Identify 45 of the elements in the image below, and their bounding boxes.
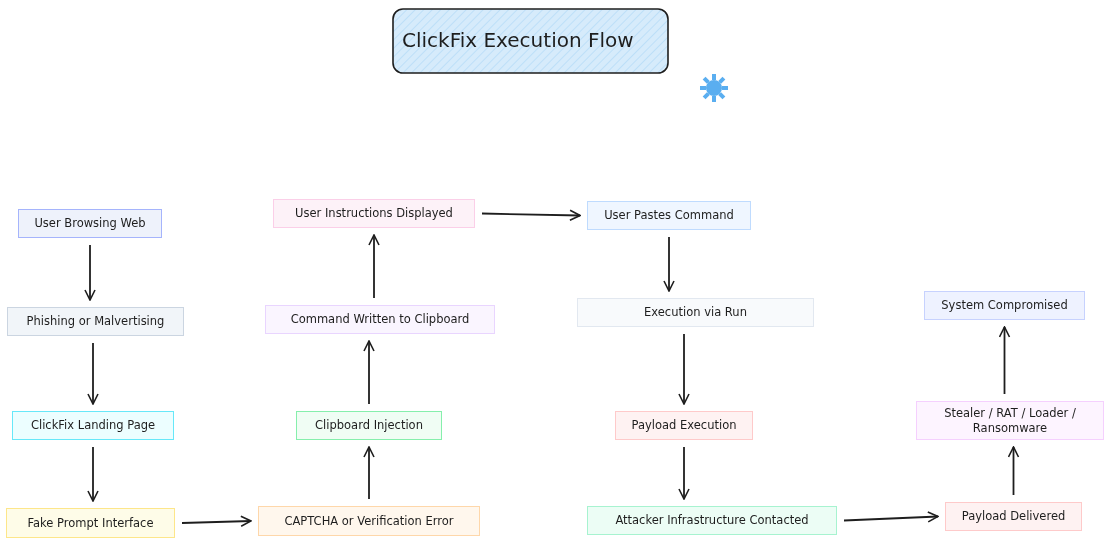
arrow bbox=[678, 333, 690, 405]
arrow bbox=[363, 340, 375, 405]
step-label: Attacker Infrastructure Contacted bbox=[614, 513, 810, 528]
process-box bbox=[18, 209, 162, 238]
step-label: Fake Prompt Interface bbox=[26, 515, 155, 531]
process-box bbox=[577, 298, 814, 327]
arrow bbox=[368, 234, 380, 299]
step-label: CAPTCHA or Verification Error bbox=[283, 513, 455, 529]
step-label: Execution via Run bbox=[643, 305, 748, 320]
process-box bbox=[296, 411, 442, 440]
process-box bbox=[273, 199, 475, 228]
arrow bbox=[998, 326, 1011, 395]
arrow bbox=[87, 446, 99, 502]
step-label: User Browsing Web bbox=[33, 216, 147, 231]
arrow bbox=[481, 209, 581, 222]
process-box bbox=[265, 305, 495, 334]
arrow bbox=[663, 236, 675, 292]
process-box bbox=[945, 502, 1082, 531]
step-label: User Instructions Displayed bbox=[294, 206, 454, 221]
arrow bbox=[84, 244, 96, 301]
arrow bbox=[363, 446, 375, 500]
step-label: Phishing or Malvertising bbox=[25, 314, 166, 329]
step-label: System Compromised bbox=[940, 298, 1069, 313]
step-label: ClickFix Landing Page bbox=[29, 418, 157, 433]
step-label: Stealer / RAT / Loader / Ransomware bbox=[943, 405, 1077, 436]
step-label: User Pastes Command bbox=[603, 208, 735, 223]
step-label: Clipboard Injection bbox=[314, 418, 424, 433]
arrow bbox=[678, 446, 690, 500]
step-label: Payload Delivered bbox=[960, 509, 1067, 524]
step-label: Command Written to Clipboard bbox=[289, 312, 471, 327]
process-box bbox=[587, 506, 837, 535]
step-label: Payload Execution bbox=[630, 418, 738, 433]
process-box bbox=[6, 508, 175, 538]
diagram-title: ClickFix Execution Flow bbox=[402, 28, 634, 52]
process-box bbox=[587, 201, 751, 230]
process-box bbox=[615, 411, 753, 440]
arrow bbox=[1007, 446, 1020, 496]
process-box bbox=[924, 291, 1085, 320]
process-box bbox=[7, 307, 184, 336]
process-box bbox=[258, 506, 480, 536]
arrow bbox=[87, 342, 99, 405]
arrow bbox=[843, 511, 939, 523]
arrow bbox=[181, 515, 252, 528]
process-box bbox=[12, 411, 174, 440]
process-box bbox=[916, 401, 1104, 440]
